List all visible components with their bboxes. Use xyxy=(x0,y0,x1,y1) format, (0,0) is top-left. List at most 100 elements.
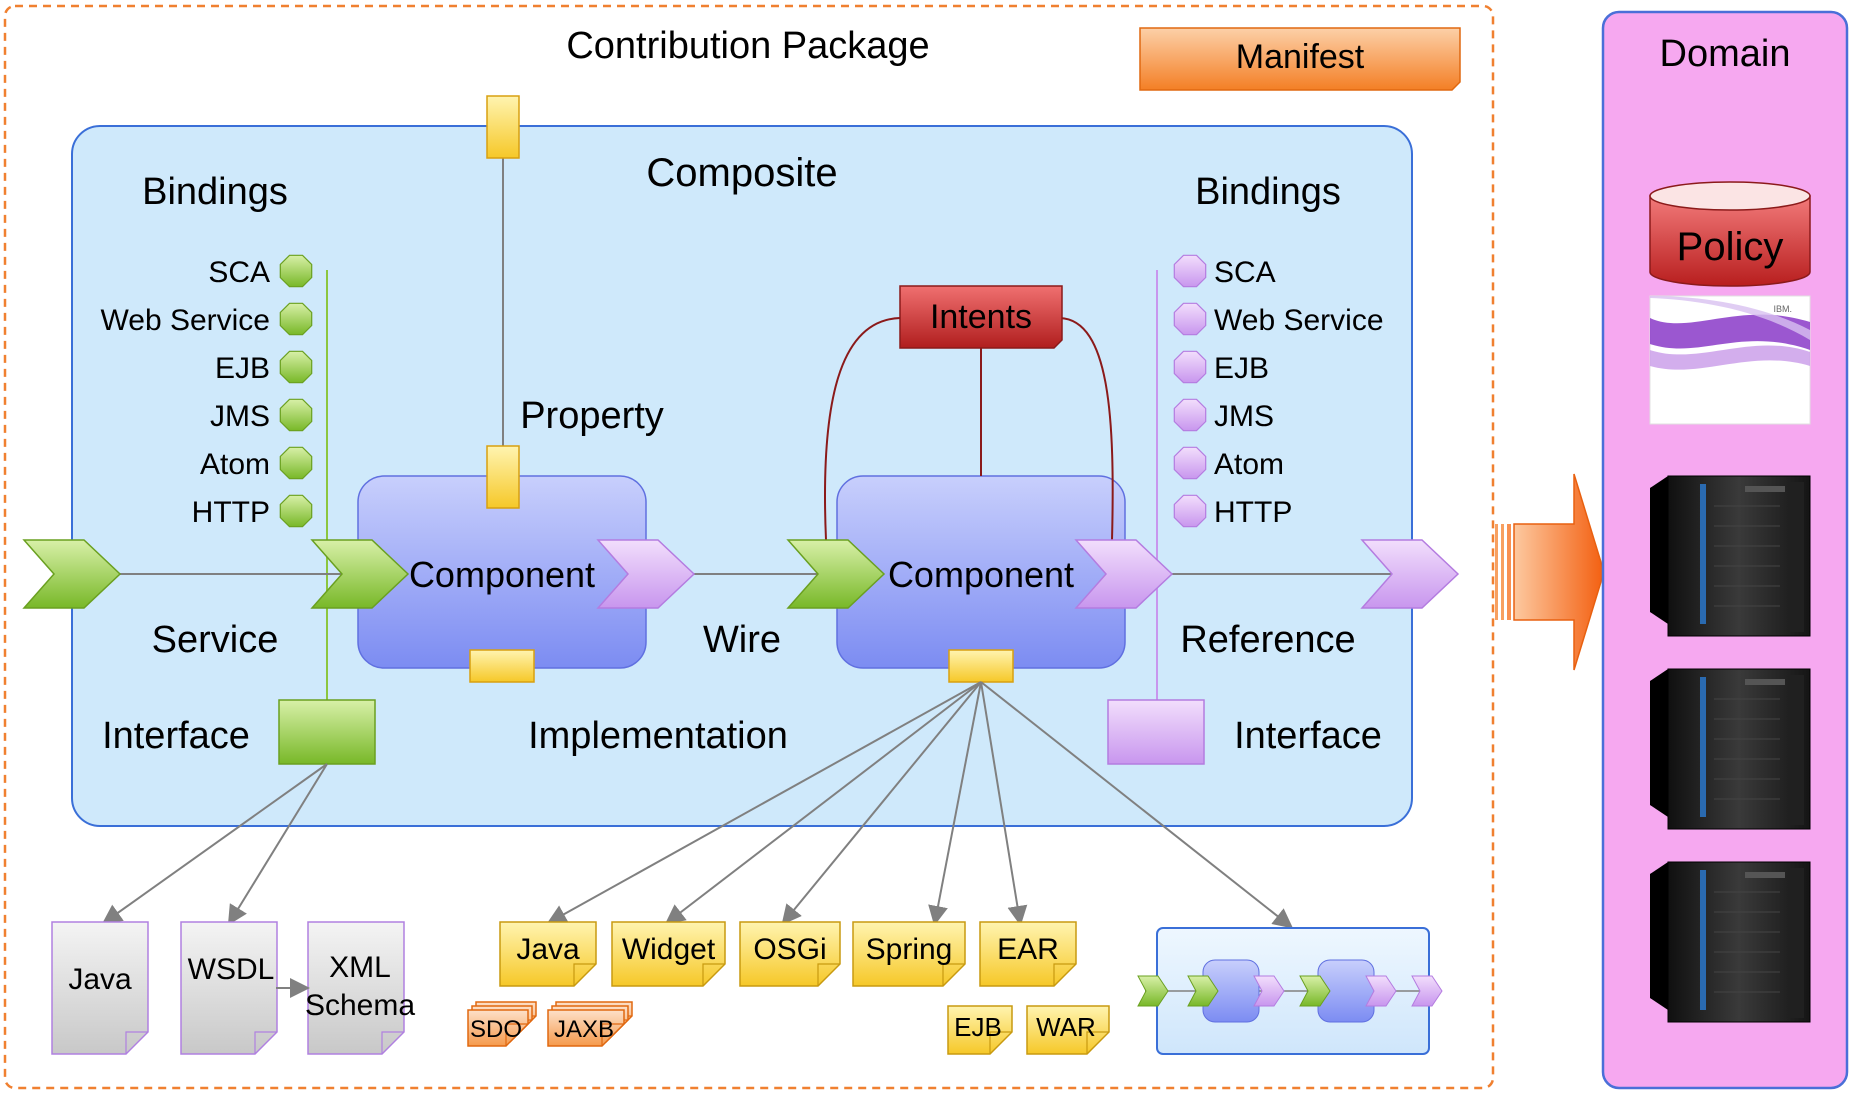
package-property-pin xyxy=(486,95,520,159)
component-left-label: Component xyxy=(409,554,595,595)
left-binding-jms[interactable]: JMS xyxy=(210,398,313,433)
binding-octagon-icon xyxy=(279,254,313,288)
right-binding-http[interactable]: HTTP xyxy=(1173,494,1292,529)
binding-octagon-icon xyxy=(1173,446,1207,480)
implementation-label: Implementation xyxy=(528,715,788,757)
policy-cylinder[interactable]: Policy xyxy=(1649,181,1811,287)
binding-label: EJB xyxy=(215,352,270,385)
component-property-pin xyxy=(486,445,520,509)
left-bindings-title: Bindings xyxy=(142,171,288,213)
server-icon xyxy=(1650,475,1811,637)
impl-to-composite-arrow xyxy=(980,681,1294,929)
property-label: Property xyxy=(520,395,664,437)
reference-chevron-component-left[interactable] xyxy=(596,539,696,609)
binding-label: JMS xyxy=(1214,400,1274,433)
doc-label: Widget xyxy=(622,933,716,966)
impl-to-osgi-arrow xyxy=(781,681,982,926)
doc-label: Schema xyxy=(305,989,415,1022)
doc-label: XML xyxy=(329,951,391,984)
binding-label: Atom xyxy=(200,448,270,481)
binding-octagon-icon xyxy=(1173,398,1207,432)
binding-octagon-icon xyxy=(1173,302,1207,336)
service-label: Service xyxy=(152,619,279,661)
binding-octagon-icon xyxy=(279,398,313,432)
composite-title: Composite xyxy=(646,151,837,195)
binding-octagon-icon xyxy=(1173,494,1207,528)
binding-label: HTTP xyxy=(192,496,270,529)
service-chevron-component-left[interactable] xyxy=(310,539,410,609)
server-icon xyxy=(1650,861,1811,1023)
right-binding-atom[interactable]: Atom xyxy=(1173,446,1284,481)
binding-label: Web Service xyxy=(1214,304,1384,337)
intents-connector-right xyxy=(1059,317,1114,541)
ibm-document-thumbnail: IBM. xyxy=(1649,295,1811,425)
right-binding-web-service[interactable]: Web Service xyxy=(1173,302,1384,337)
right-binding-jms[interactable]: JMS xyxy=(1173,398,1274,433)
binding-label: Web Service xyxy=(100,304,270,337)
implementation-doc-ear[interactable]: EAR xyxy=(979,921,1077,987)
doc-label: OSGi xyxy=(753,933,826,966)
implementation-pin-left xyxy=(469,649,535,683)
service-chevron-outer[interactable] xyxy=(22,539,122,609)
policy-label: Policy xyxy=(1677,225,1784,269)
doc-label: Spring xyxy=(866,933,953,966)
right-binding-ejb[interactable]: EJB xyxy=(1173,350,1269,385)
binding-octagon-icon xyxy=(279,350,313,384)
nested-composite-thumbnail[interactable] xyxy=(1137,927,1443,1055)
binding-octagon-icon xyxy=(1173,350,1207,384)
server-icon xyxy=(1650,668,1811,830)
binding-label: Atom xyxy=(1214,448,1284,481)
interface-to-wsdl-arrow xyxy=(227,763,328,926)
intents-box[interactable]: Intents xyxy=(899,285,1063,349)
reference-label: Reference xyxy=(1180,619,1355,661)
service-chevron-component-right[interactable] xyxy=(786,539,886,609)
binding-label: HTTP xyxy=(1214,496,1292,529)
interface-doc-java[interactable]: Java xyxy=(51,921,149,1055)
ear-doc-ejb[interactable]: EJB xyxy=(947,1005,1013,1055)
deploy-arrow xyxy=(1495,473,1605,671)
ear-doc-war[interactable]: WAR xyxy=(1026,1005,1110,1055)
reference-chevron-component-right[interactable] xyxy=(1074,539,1174,609)
binding-octagon-icon xyxy=(279,302,313,336)
doc-label: WSDL xyxy=(188,953,275,986)
binding-octagon-icon xyxy=(279,494,313,528)
interface-right-label: Interface xyxy=(1234,715,1382,757)
interface-doc-xml-schema[interactable]: XML Schema xyxy=(305,921,415,1055)
interface-left-box[interactable] xyxy=(278,699,376,765)
implementation-doc-osgi[interactable]: OSGi xyxy=(739,921,841,987)
right-binding-sca[interactable]: SCA xyxy=(1173,254,1276,289)
data-doc-jaxb[interactable]: JAXB xyxy=(547,1001,633,1047)
implementation-doc-java[interactable]: Java xyxy=(499,921,597,987)
reference-chevron-outer[interactable] xyxy=(1360,539,1460,609)
impl-to-spring-arrow xyxy=(928,681,982,926)
impl-to-java-arrow xyxy=(546,681,982,924)
binding-label: JMS xyxy=(210,400,270,433)
implementation-doc-widget[interactable]: Widget xyxy=(611,921,726,987)
doc-label: Java xyxy=(68,963,132,996)
left-binding-http[interactable]: HTTP xyxy=(192,494,313,529)
interface-right-box[interactable] xyxy=(1107,699,1205,765)
data-doc-sdo[interactable]: SDO xyxy=(467,1001,537,1047)
manifest-box[interactable]: Manifest xyxy=(1139,27,1461,91)
binding-label: SCA xyxy=(1214,256,1276,289)
contribution-package-frame xyxy=(3,4,1495,1090)
doc-label: JAXB xyxy=(554,1016,614,1043)
domain-title: Domain xyxy=(1660,33,1791,75)
implementation-doc-spring[interactable]: Spring xyxy=(852,921,966,987)
interface-doc-wsdl[interactable]: WSDL xyxy=(180,921,278,1055)
left-binding-sca[interactable]: SCA xyxy=(208,254,313,289)
left-binding-web-service[interactable]: Web Service xyxy=(100,302,313,337)
interface-left-label: Interface xyxy=(102,715,250,757)
right-bindings-title: Bindings xyxy=(1195,171,1341,213)
impl-to-ear-arrow xyxy=(980,681,1028,926)
impl-to-widget-arrow xyxy=(664,681,982,925)
binding-label: SCA xyxy=(208,256,270,289)
doc-label: SDO xyxy=(470,1016,522,1043)
doc-label: EJB xyxy=(954,1012,1002,1042)
wire-label: Wire xyxy=(703,619,781,661)
left-binding-atom[interactable]: Atom xyxy=(200,446,313,481)
manifest-label: Manifest xyxy=(1236,38,1365,76)
left-binding-ejb[interactable]: EJB xyxy=(215,350,313,385)
binding-octagon-icon xyxy=(279,446,313,480)
